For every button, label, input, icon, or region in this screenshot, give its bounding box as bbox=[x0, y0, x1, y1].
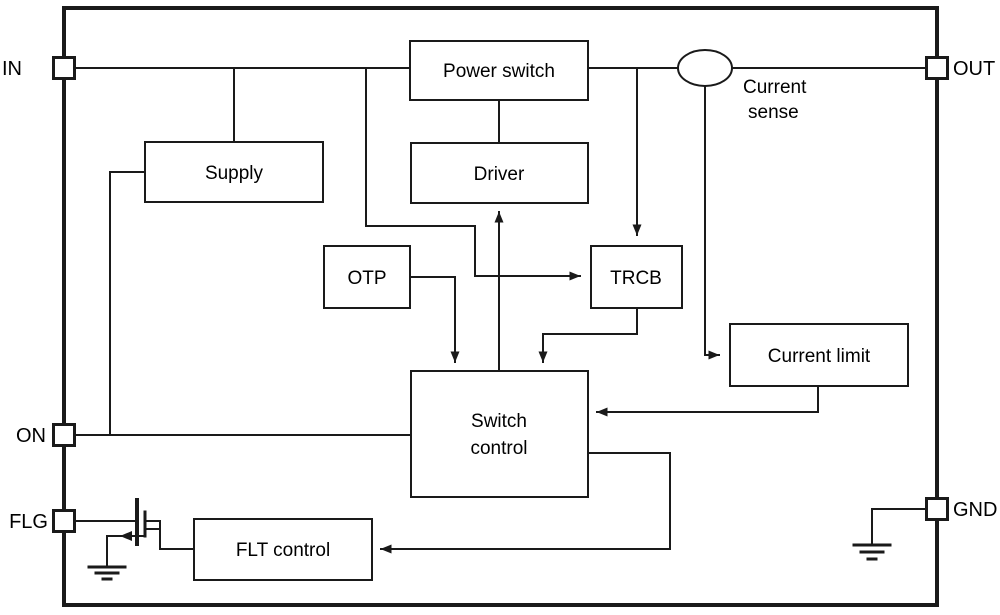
block-otp-label: OTP bbox=[347, 268, 386, 289]
block-trcb[interactable]: TRCB bbox=[590, 245, 683, 309]
mosfet-drain-lead bbox=[144, 520, 161, 530]
block-switch-control[interactable]: Switch control bbox=[410, 370, 589, 498]
block-supply-label: Supply bbox=[205, 163, 264, 184]
wire-in-tap-to-trcb-bus bbox=[365, 67, 581, 281]
current-sense-ellipse bbox=[677, 49, 733, 87]
block-switch-control-line2: control bbox=[470, 438, 527, 459]
wires-layer bbox=[63, 67, 938, 606]
pin-in[interactable]: IN bbox=[2, 56, 76, 81]
block-otp[interactable]: OTP bbox=[323, 245, 411, 309]
block-power-switch[interactable]: Power switch bbox=[409, 40, 589, 101]
wire-gnd-pin-to-ground-symbol bbox=[871, 508, 928, 546]
block-supply[interactable]: Supply bbox=[144, 141, 324, 203]
block-driver-label: Driver bbox=[474, 164, 525, 185]
block-flt-control[interactable]: FLT control bbox=[193, 518, 373, 581]
block-trcb-label: TRCB bbox=[610, 268, 662, 289]
block-power-switch-label: Power switch bbox=[443, 61, 555, 82]
block-current-limit[interactable]: Current limit bbox=[729, 323, 909, 387]
pin-gnd-label: GND bbox=[953, 499, 997, 521]
wire-sense-to-current-limit bbox=[704, 85, 720, 360]
mosfet-arrowhead bbox=[120, 531, 132, 541]
label-current-sense-line1: Current bbox=[743, 77, 807, 98]
device-boundary bbox=[62, 6, 939, 607]
wire-switch-control-to-flt-control bbox=[380, 452, 671, 554]
mosfet-symbol bbox=[106, 498, 161, 549]
pin-flg-label: FLG bbox=[9, 511, 48, 533]
wire-supply-to-on-rail bbox=[109, 171, 146, 436]
wire-trcb-to-switch-control bbox=[538, 307, 638, 363]
pin-gnd[interactable]: GND bbox=[925, 497, 998, 522]
ground-symbol-flg bbox=[87, 565, 127, 581]
pin-flg[interactable]: FLG bbox=[9, 509, 76, 534]
blocks-layer: Power switch Supply Driver OTP TRCB Curr bbox=[144, 40, 909, 581]
block-switch-control-line1: Switch bbox=[471, 411, 527, 432]
pin-in-label: IN bbox=[2, 58, 22, 80]
ground-symbol-gnd bbox=[852, 543, 892, 561]
pin-out[interactable]: OUT bbox=[925, 56, 996, 81]
pin-out-label: OUT bbox=[953, 58, 995, 80]
wire-otp-to-switch-control bbox=[409, 276, 460, 363]
pin-on-label: ON bbox=[16, 425, 46, 447]
pin-on[interactable]: ON bbox=[16, 423, 76, 448]
pins-layer: IN OUT ON FLG GND bbox=[2, 56, 998, 534]
block-driver[interactable]: Driver bbox=[410, 142, 589, 204]
wire-flt-control-to-mosfet bbox=[146, 528, 195, 550]
free-labels-layer: Current sense bbox=[743, 77, 807, 123]
block-flt-control-label: FLT control bbox=[236, 540, 330, 561]
label-current-sense-line2: sense bbox=[748, 102, 799, 123]
wire-current-limit-to-switch-control bbox=[596, 385, 819, 417]
block-current-limit-label: Current limit bbox=[768, 346, 871, 367]
